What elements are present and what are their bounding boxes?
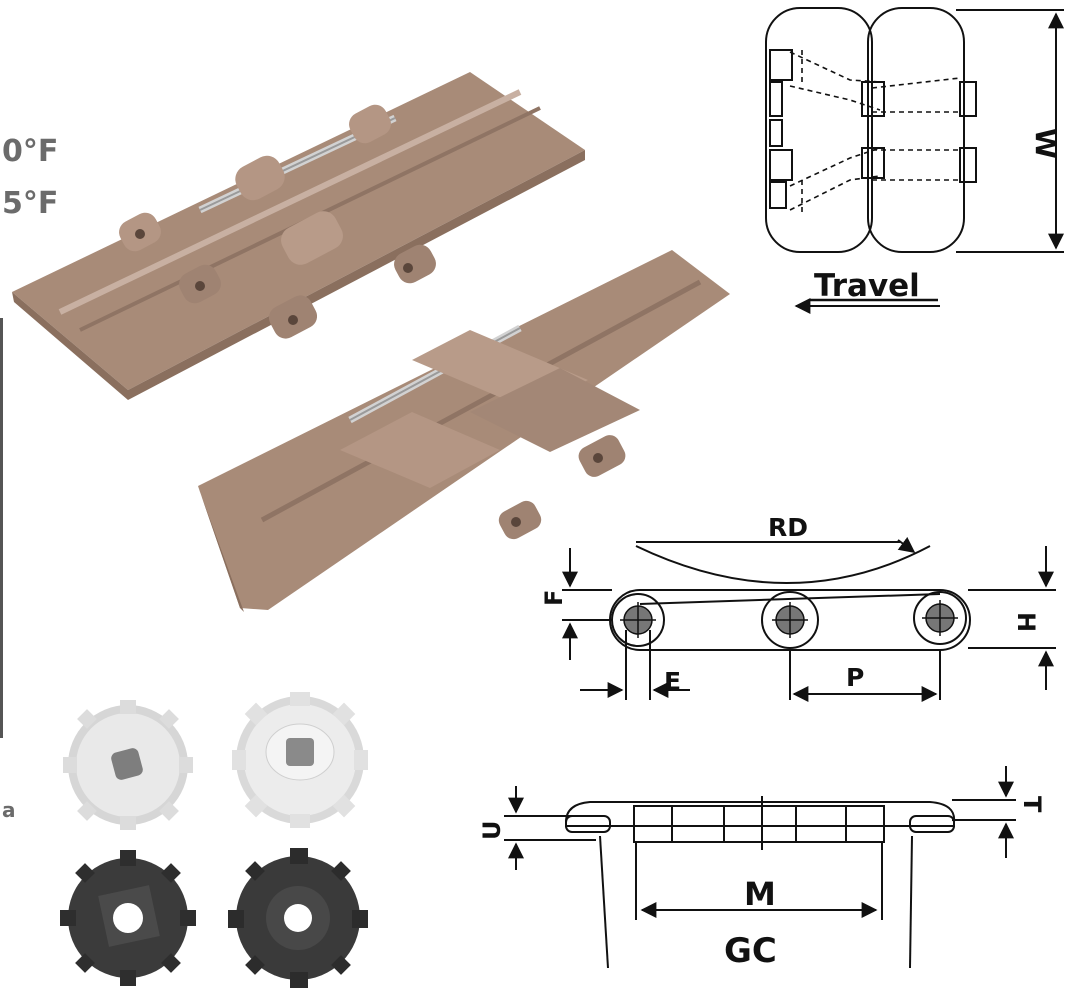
side-view-pins [620, 600, 958, 638]
sprocket-white-2 [232, 692, 368, 828]
sprocket-white-1 [63, 700, 193, 830]
label-u: U [478, 821, 506, 841]
label-t: T [1018, 796, 1046, 813]
label-travel: Travel [814, 268, 920, 304]
label-rd: RD [768, 513, 808, 542]
label-p: P [846, 663, 864, 692]
chain-link-top [12, 72, 585, 400]
sprocket-dark-2 [228, 848, 368, 988]
side-divider-line [0, 318, 3, 738]
sprocket-dark-1 [60, 850, 196, 986]
side-text-fragment: a [2, 798, 16, 822]
temperature-min-fragment: 5°F [2, 186, 59, 221]
top-view-diagram [765, 7, 1064, 253]
label-h: H [1012, 612, 1040, 632]
label-m: M [744, 875, 776, 913]
chain-link-bottom [198, 250, 730, 612]
front-view-diagram [504, 766, 1016, 969]
label-e: E [664, 667, 681, 696]
label-f: F [540, 590, 568, 606]
temperature-max-fragment: 0°F [2, 134, 59, 169]
label-gc: GC [724, 931, 777, 971]
label-w: W [1029, 128, 1062, 159]
side-view-diagram [562, 536, 1056, 702]
